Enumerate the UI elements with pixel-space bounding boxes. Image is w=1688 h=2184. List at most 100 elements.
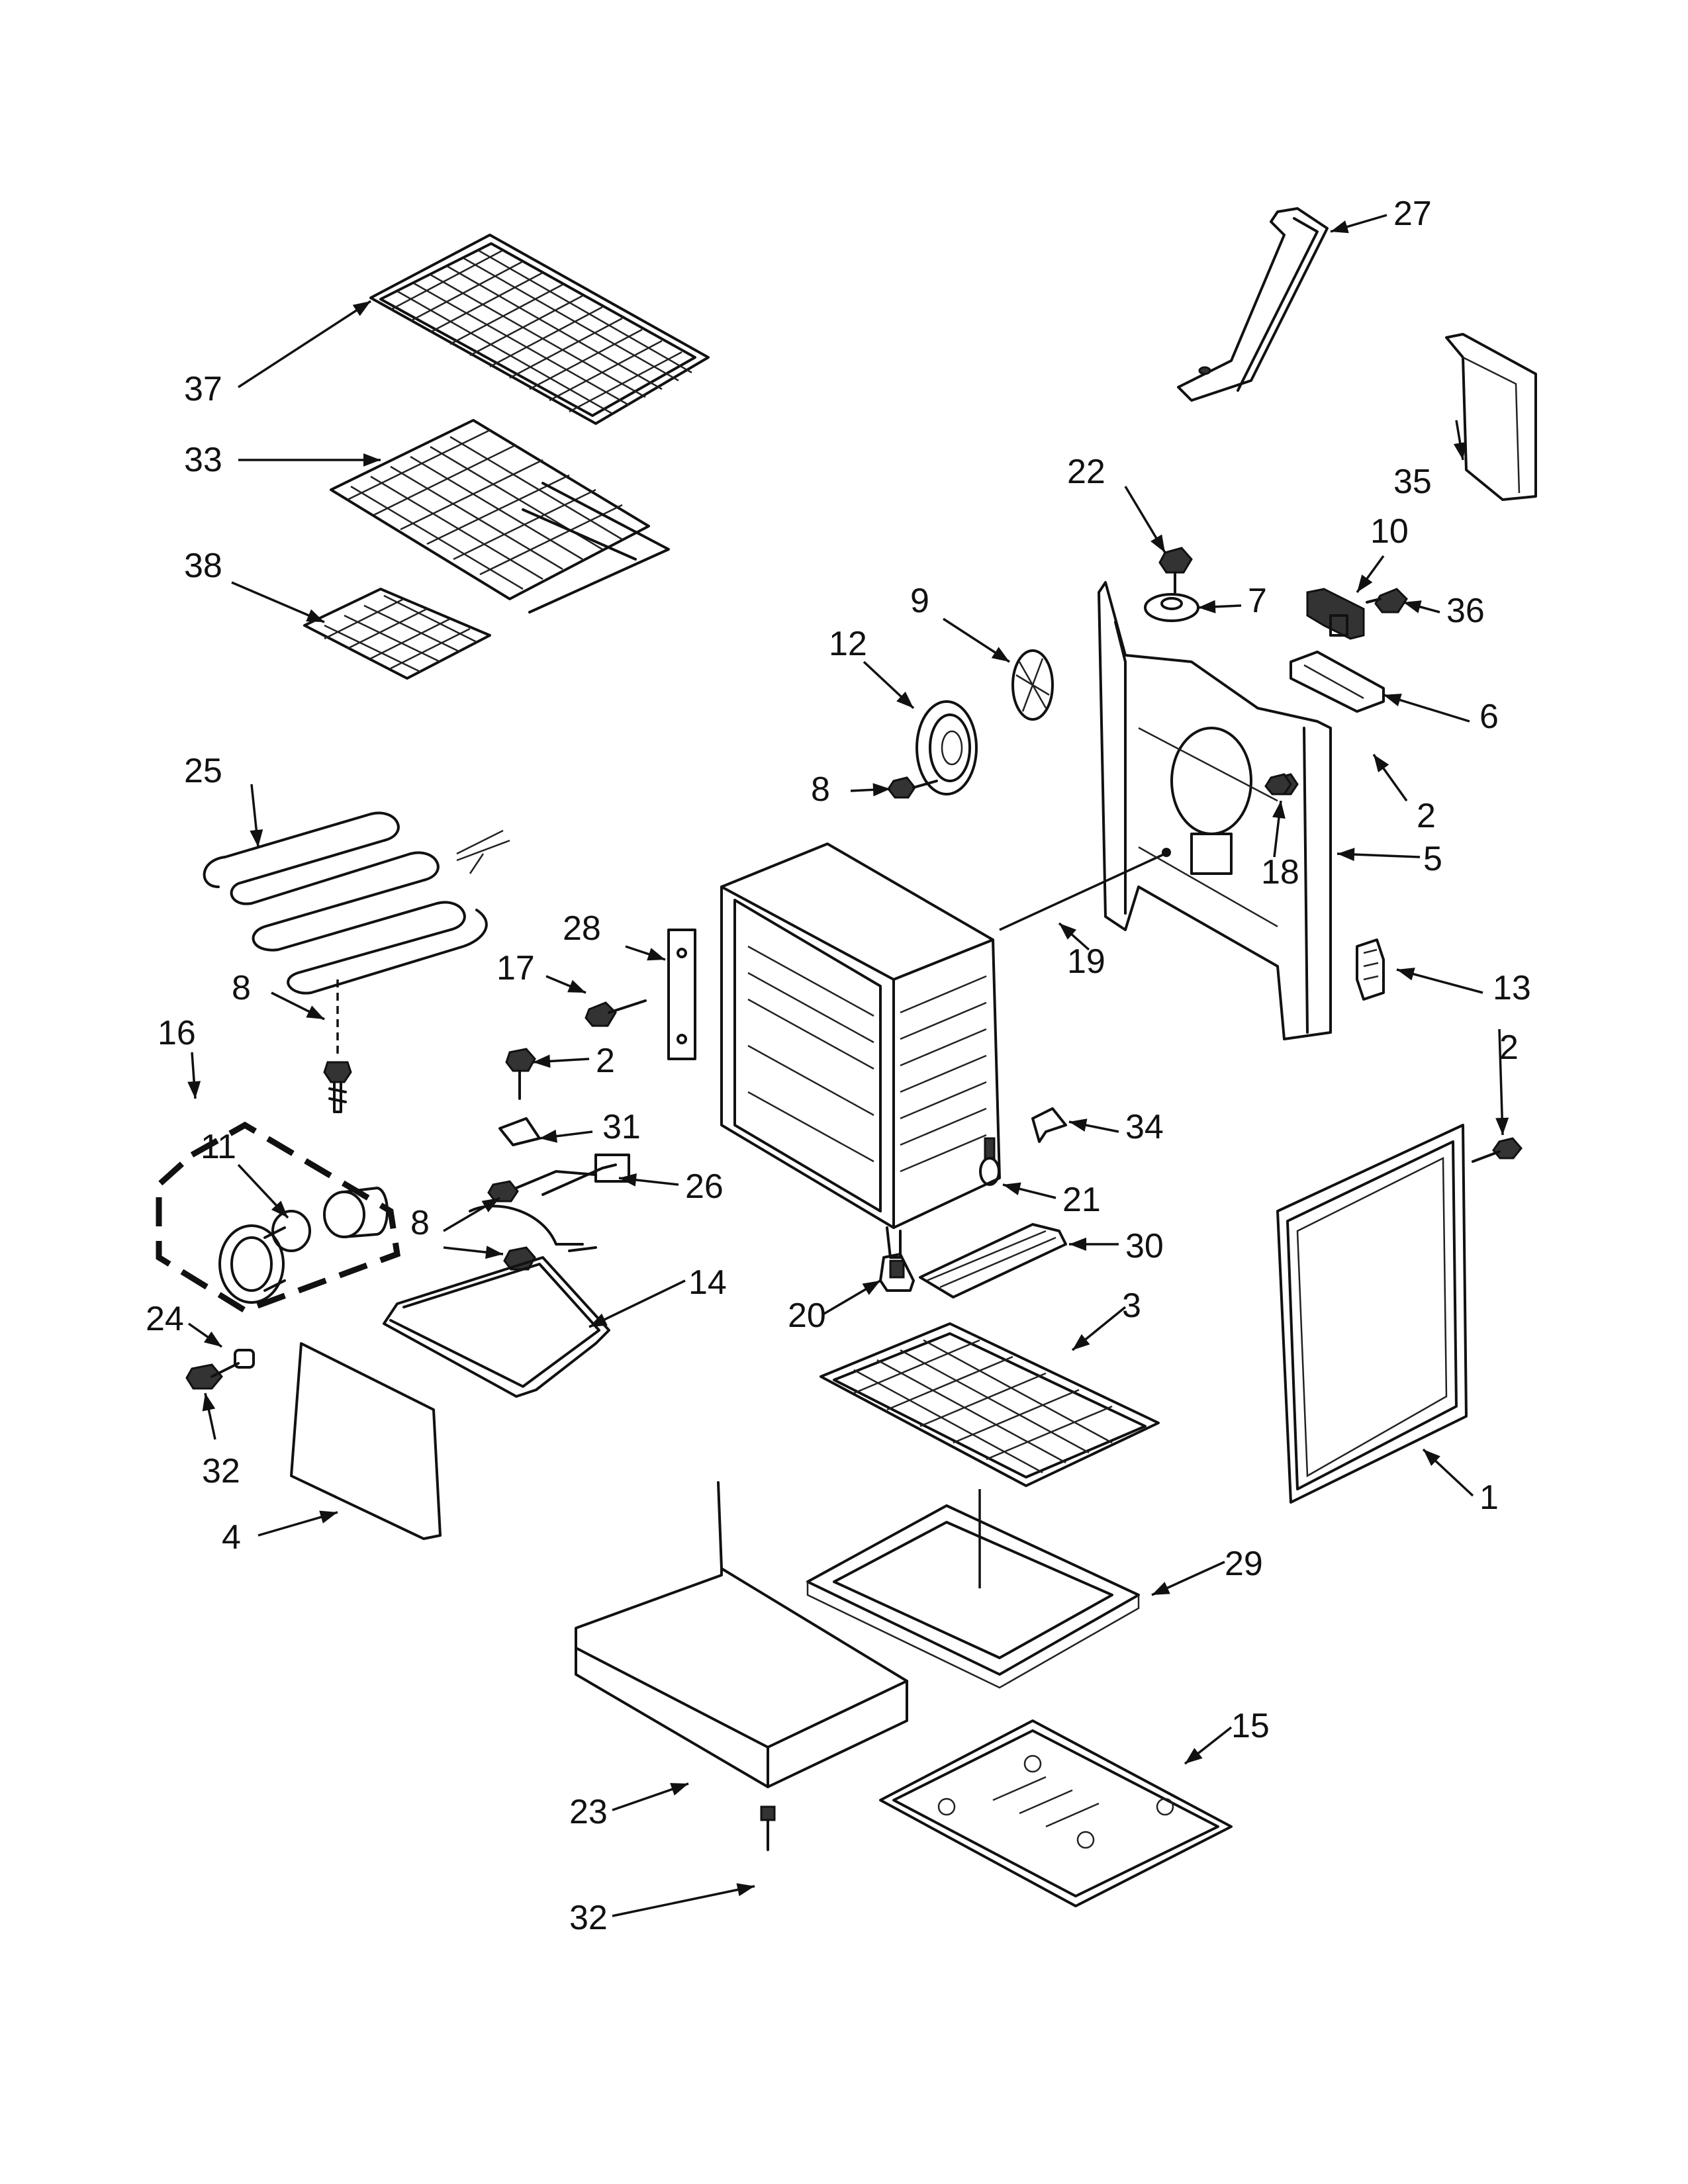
callout-33: 33	[184, 441, 222, 479]
half-rack-part	[303, 588, 491, 680]
arrow-head	[533, 1054, 551, 1068]
leveling-leg-part	[979, 1137, 1000, 1186]
arrow-head	[1495, 1117, 1509, 1135]
screw-part	[323, 1061, 352, 1113]
arrow-head	[1403, 600, 1422, 614]
oven-cavity-part	[720, 842, 1001, 1259]
arrow-head	[1152, 1582, 1170, 1595]
storage-drawer-part	[575, 1481, 908, 1851]
arrow-head	[1423, 1449, 1440, 1467]
callout-25: 25	[184, 752, 222, 790]
callout-16: 16	[158, 1014, 196, 1052]
callout-35: 35	[1393, 463, 1432, 501]
arrow-head	[1453, 441, 1467, 460]
arrow-head	[363, 453, 381, 467]
callout-34: 34	[1125, 1108, 1164, 1146]
leader-line	[588, 1279, 686, 1328]
probe-wire-part	[999, 848, 1171, 931]
callout-2: 2	[1499, 1028, 1519, 1067]
side-cover-part	[1445, 333, 1537, 501]
oven-rack-part	[369, 234, 710, 425]
thermal-cutoff-part	[1366, 588, 1408, 614]
callout-5: 5	[1423, 840, 1442, 878]
arrow-head	[736, 1883, 755, 1897]
callout-22: 22	[1067, 453, 1105, 491]
broil-element-part	[203, 811, 510, 1059]
callout-15: 15	[1231, 1707, 1270, 1745]
broiler-pan-part	[806, 1504, 1140, 1689]
callout-20: 20	[788, 1297, 826, 1335]
callout-23: 23	[569, 1793, 608, 1831]
callout-37: 37	[184, 370, 222, 408]
door-frame-part	[1276, 1124, 1468, 1504]
bake-element-part	[383, 1205, 610, 1398]
arrow-head	[872, 783, 890, 797]
clip-part-31	[498, 1117, 541, 1146]
arrow-head	[1374, 754, 1389, 772]
leader-lines	[187, 214, 1509, 1917]
arrow-head	[1003, 1182, 1021, 1196]
arrow-head	[991, 647, 1009, 662]
arrow-head	[319, 1510, 338, 1524]
callout-29: 29	[1225, 1545, 1263, 1583]
broiler-pan-rack-part	[820, 1322, 1160, 1588]
callout-30: 30	[1125, 1227, 1164, 1265]
bottom-panel-part	[879, 1719, 1233, 1907]
arrow-head	[485, 1246, 503, 1259]
arrow-head	[1272, 801, 1286, 819]
arrow-head	[306, 609, 324, 622]
callout-26: 26	[685, 1167, 724, 1206]
arrow-head	[187, 1081, 201, 1099]
terminal-block-part	[1306, 588, 1365, 640]
callout-32: 32	[569, 1899, 608, 1937]
callout-4: 4	[222, 1518, 241, 1557]
callout-21: 21	[1062, 1181, 1101, 1219]
leader-line	[612, 1885, 755, 1917]
arrow-head	[202, 1393, 216, 1412]
arrow-head	[1331, 220, 1349, 234]
top-bracket-part	[1177, 207, 1329, 402]
callout-6: 6	[1479, 698, 1499, 736]
callout-8: 8	[232, 969, 251, 1007]
callout-8: 8	[811, 770, 830, 809]
fastener-part-18	[1264, 773, 1292, 796]
leader-line	[1498, 1028, 1504, 1136]
rear-panel-part	[1098, 581, 1332, 1040]
hinge-receiver-part	[879, 1253, 915, 1292]
arrow-head	[670, 1783, 688, 1796]
arrow-head	[567, 979, 586, 993]
arrow-head	[1069, 1238, 1086, 1251]
arrow-head	[862, 1281, 880, 1295]
light-kit-group	[156, 1121, 401, 1314]
thermal-fuse-part	[1144, 593, 1199, 622]
door-screw-part	[1472, 1137, 1523, 1163]
arrow-head	[1357, 574, 1373, 592]
arrow-head	[647, 948, 665, 961]
arrow-head	[589, 1313, 608, 1327]
arrow-head	[1337, 848, 1355, 862]
screw-part-2	[505, 1048, 536, 1100]
arrow-head	[1185, 1748, 1203, 1764]
callout-36: 36	[1446, 592, 1485, 630]
callout-12: 12	[829, 625, 867, 663]
callout-32: 32	[202, 1452, 240, 1490]
callout-1: 1	[1479, 1479, 1499, 1517]
callout-7: 7	[1248, 582, 1267, 620]
heating-track-part	[919, 1223, 1067, 1298]
arrow-head	[896, 691, 914, 708]
leader-line	[238, 300, 371, 388]
fan-blade-part	[1011, 649, 1054, 721]
callout-2: 2	[1417, 797, 1436, 835]
arrow-head	[271, 1201, 288, 1218]
arrow-head	[481, 1198, 500, 1212]
screw-part-22	[1158, 547, 1193, 594]
convection-fan-part	[915, 700, 978, 796]
callout-8: 8	[410, 1204, 430, 1242]
callout-24: 24	[146, 1300, 184, 1338]
hinge-bracket-part	[667, 929, 696, 1060]
arrow-head	[1383, 694, 1402, 707]
callout-9: 9	[910, 582, 929, 620]
callout-3: 3	[1122, 1287, 1141, 1325]
callout-38: 38	[184, 547, 222, 585]
